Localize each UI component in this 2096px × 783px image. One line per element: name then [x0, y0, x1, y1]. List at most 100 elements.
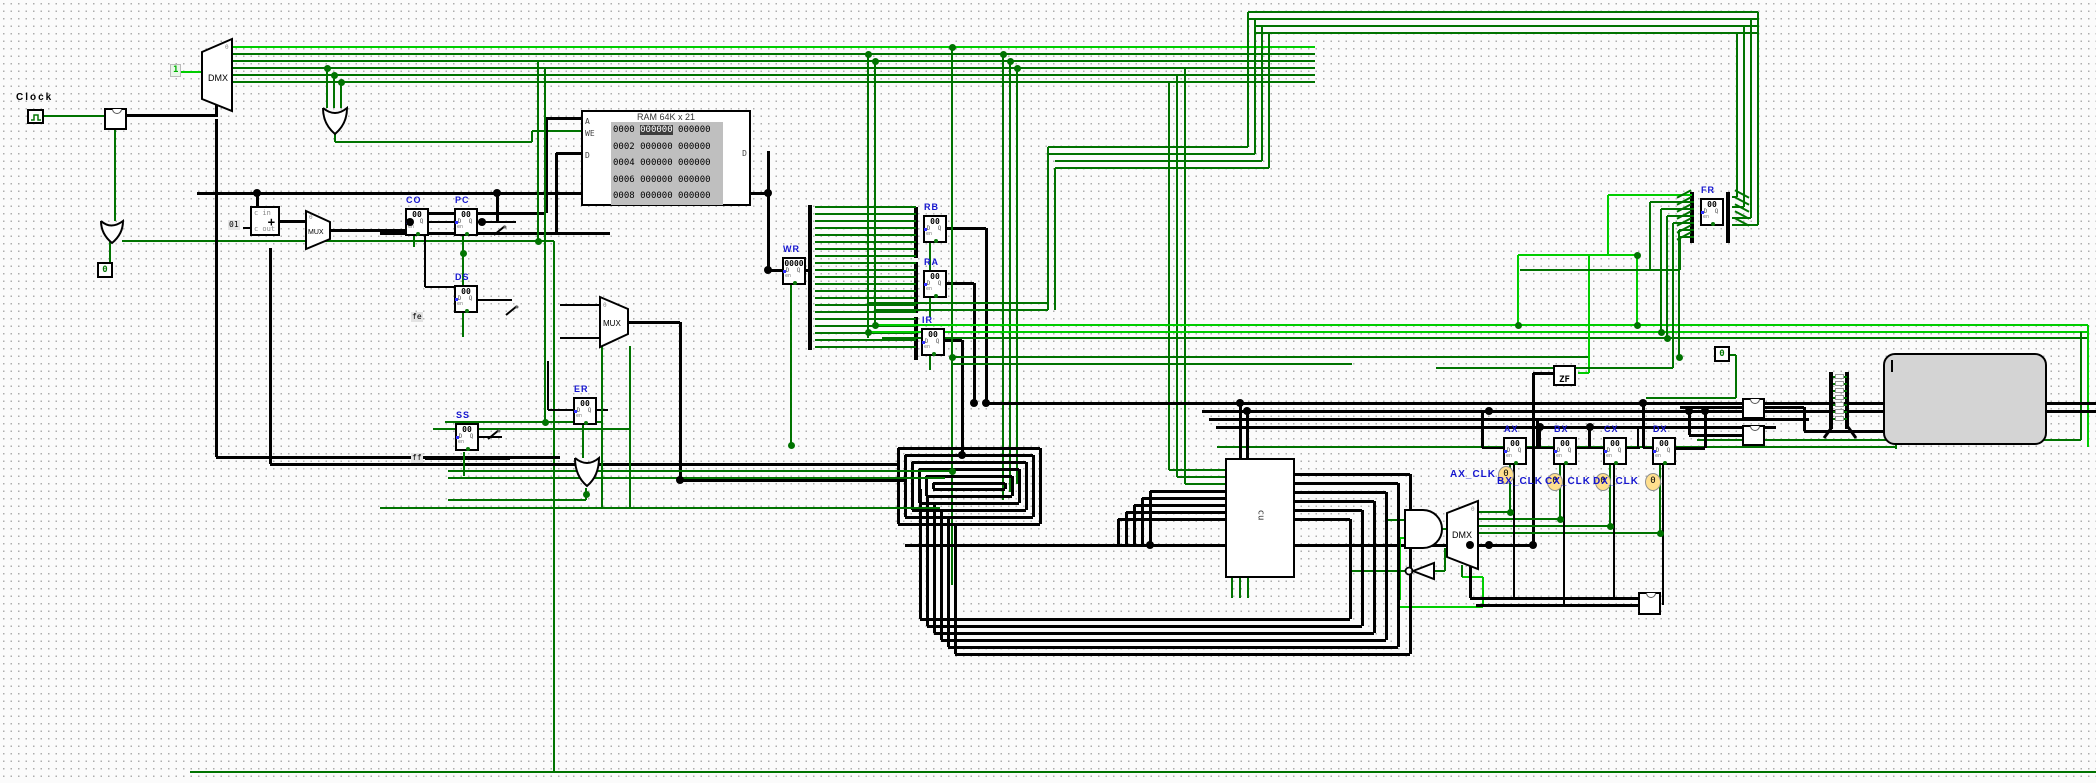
- wire-segment: [1245, 411, 1249, 458]
- transistor-ss[interactable]: [486, 428, 502, 441]
- probe-ax_clk[interactable]: 0: [1498, 466, 1514, 484]
- clock-buffer-box[interactable]: [104, 108, 127, 130]
- and-gate[interactable]: [1403, 508, 1447, 550]
- transistor-ds[interactable]: [504, 304, 520, 317]
- wire-segment: [952, 363, 1352, 365]
- junction-dot: [406, 218, 414, 226]
- buffer-box-right-2[interactable]: [1742, 425, 1765, 446]
- wire-segment: [1535, 419, 1539, 448]
- ram-cell[interactable]: 000000: [678, 125, 711, 135]
- wire-segment: [815, 318, 916, 320]
- wire-segment: [1048, 153, 1255, 155]
- tty-display[interactable]: [1883, 353, 2047, 445]
- ram-cell[interactable]: 000000: [640, 191, 673, 201]
- constant-one[interactable]: 1: [170, 64, 182, 77]
- wire-segment: [1132, 505, 1136, 545]
- adder[interactable]: c in + c out: [250, 206, 280, 236]
- multiplexer-2[interactable]: MUX 0: [599, 295, 630, 349]
- ram-cell[interactable]: 000000: [640, 174, 673, 185]
- adder-carry-constant[interactable]: 01: [228, 220, 240, 230]
- ram-row[interactable]: 0004 000000 000000: [613, 155, 723, 172]
- wire-segment: [214, 104, 218, 116]
- not-gate[interactable]: [1403, 561, 1436, 581]
- junction-dot: [1013, 64, 1021, 72]
- probe-dx_clk[interactable]: 0: [1645, 473, 1661, 491]
- or-gate-left[interactable]: [99, 219, 125, 245]
- ram-cell[interactable]: 000000: [678, 191, 711, 201]
- buffer-box-right-1[interactable]: [1742, 398, 1765, 419]
- ram-cell[interactable]: 000000: [678, 158, 711, 168]
- ram-cell[interactable]: 000000: [640, 141, 673, 152]
- wire-segment: [932, 503, 936, 633]
- zero-flag-box[interactable]: ZF: [1553, 365, 1576, 386]
- ram-row[interactable]: 0000 000000 000000: [613, 122, 723, 139]
- demultiplexer-1[interactable]: DMX 0: [201, 37, 234, 113]
- tunnel-fe[interactable]: fe: [411, 312, 423, 322]
- wire-segment: [927, 624, 1362, 628]
- wire-segment: [944, 281, 974, 285]
- wire-segment: [1680, 236, 1694, 238]
- junction-dot: [1657, 328, 1665, 336]
- register-value: 00: [412, 210, 422, 219]
- svg-text:0: 0: [309, 214, 313, 221]
- ram-row[interactable]: 0008 000000 000000: [613, 188, 723, 205]
- clock-component[interactable]: [27, 109, 44, 124]
- wire-segment: [448, 499, 586, 501]
- wire-segment: [231, 60, 1315, 62]
- wire-segment: [903, 455, 907, 517]
- probe-bx_clk[interactable]: 0: [1547, 473, 1563, 491]
- tunnel-ff[interactable]: ff: [411, 453, 423, 463]
- junction-dot: [1506, 508, 1514, 516]
- junction-dot: [948, 467, 956, 475]
- junction-dot: [764, 189, 772, 197]
- ram-64k[interactable]: RAM 64K x 21 A WE D D 0000 000000 000000…: [581, 110, 751, 206]
- wire-segment: [197, 191, 768, 195]
- junction-dot: [253, 189, 261, 197]
- buffer-box-bottom[interactable]: [1638, 592, 1661, 615]
- wire-segment: [875, 324, 2088, 326]
- probe-cx_clk[interactable]: 0: [1595, 473, 1611, 491]
- control-unit[interactable]: cu: [1225, 458, 1295, 578]
- wire-segment: [531, 131, 533, 142]
- transistor-pc[interactable]: [492, 224, 508, 237]
- ram-cell[interactable]: 000000: [678, 141, 711, 152]
- multiplexer-1[interactable]: MUX 0: [305, 209, 332, 251]
- demultiplexer-2[interactable]: DMX 0: [1446, 499, 1480, 571]
- wire-segment: [1239, 578, 1241, 598]
- wire-segment: [925, 496, 929, 626]
- wire-segment: [1643, 447, 1652, 449]
- wire-segment: [1588, 255, 1590, 373]
- wire-segment: [1295, 517, 1350, 521]
- or-gate-top[interactable]: [321, 105, 349, 136]
- ram-cell[interactable]: 000000: [678, 174, 711, 185]
- junction-dot: [764, 266, 772, 274]
- or-gate-er[interactable]: [573, 455, 601, 488]
- wire-segment: [948, 645, 1398, 649]
- register-dq: D Q: [457, 295, 475, 302]
- register-en: en: [926, 286, 933, 292]
- wire-segment: [875, 309, 1048, 311]
- ram-cell[interactable]: 000000: [640, 125, 673, 135]
- output-pin-zero-left[interactable]: 0: [97, 262, 113, 278]
- wire-segment: [1384, 492, 1388, 640]
- ram-row[interactable]: 0006 000000 000000: [613, 172, 723, 189]
- output-pin-zero-right[interactable]: 0: [1714, 346, 1730, 362]
- ram-row[interactable]: 0002 000000 000000: [613, 139, 723, 156]
- wire-segment: [1444, 548, 1446, 571]
- clock-label: Clock: [16, 92, 54, 103]
- ram-cell[interactable]: 000000: [640, 158, 673, 168]
